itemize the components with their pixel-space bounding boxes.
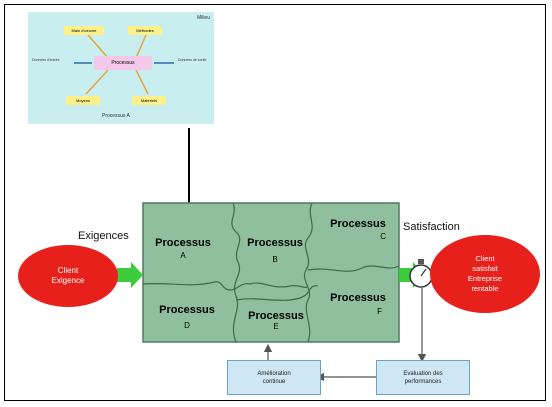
mini-center-box: Processus: [94, 56, 152, 70]
mini-right-text: Données de sortie: [178, 58, 207, 62]
mini-top-right-label: Milieu: [196, 15, 210, 21]
exigences-label: Exigences: [78, 230, 129, 242]
client-left-line2: Exigence: [51, 276, 85, 285]
satisfaction-label: Satisfaction: [403, 221, 460, 233]
mini-left-text: Données d'entrée: [32, 58, 60, 62]
green-arrow-left: [117, 262, 143, 288]
mini-process-diagram: Milieu Main d'oeuvre Méthodes Processus …: [28, 12, 214, 124]
mini-connectors: [74, 34, 174, 95]
client-left-line1: Client: [57, 266, 79, 275]
mini-caption: Processus A: [102, 113, 130, 119]
mini-top-left-box: Main d'oeuvre: [64, 26, 104, 35]
mini-bottom-right-box: Matériels: [132, 96, 166, 105]
mini-bottom-left-box: Moyens: [66, 96, 100, 105]
mini-top-right-box: Méthodes: [128, 26, 162, 35]
process-block: [142, 202, 400, 343]
